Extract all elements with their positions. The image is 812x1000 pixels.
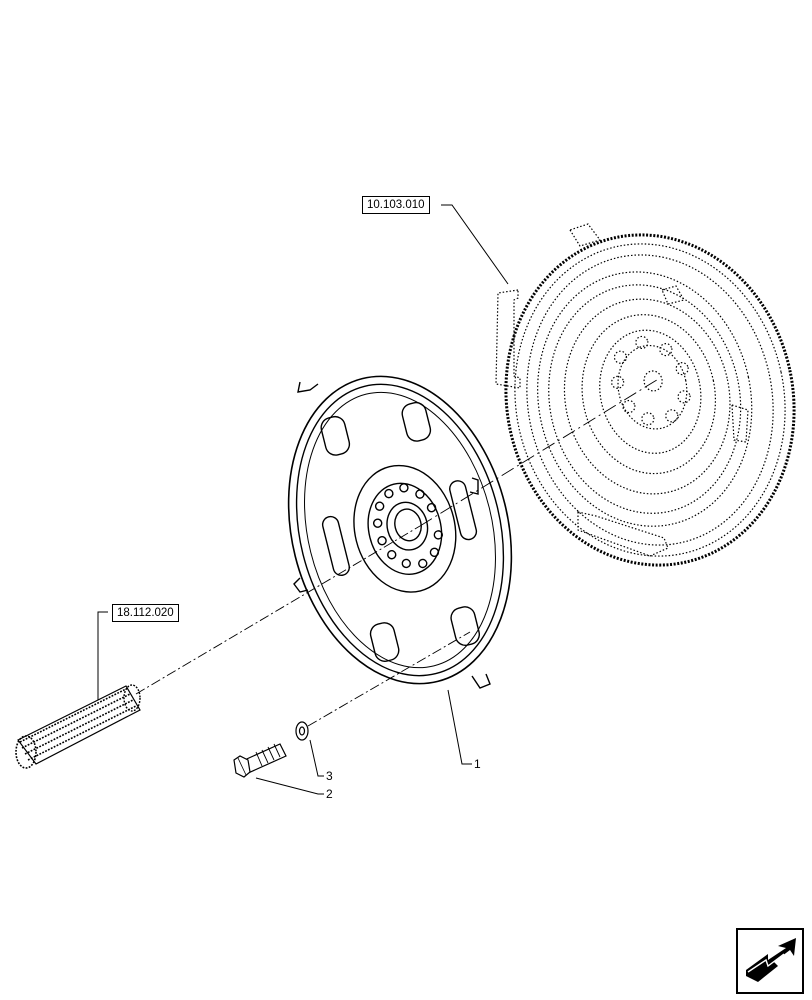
splined-shaft — [15, 684, 141, 769]
reference-shaft-label[interactable]: 18.112.020 — [112, 604, 179, 622]
washer — [295, 721, 309, 741]
drive-plate — [287, 375, 513, 689]
callout-drive-plate: 1 — [474, 757, 481, 771]
callout-washer: 3 — [326, 769, 333, 783]
next-page-arrow-icon[interactable] — [736, 928, 804, 994]
reference-flywheel-label[interactable]: 10.103.010 — [362, 196, 430, 214]
flywheel-outline — [495, 223, 796, 567]
arrow-icon-graphic — [746, 938, 796, 982]
assembly-center-lines — [135, 377, 661, 727]
bolt — [233, 743, 287, 778]
leader-lines — [97, 204, 509, 795]
callout-bolt: 2 — [326, 787, 333, 801]
